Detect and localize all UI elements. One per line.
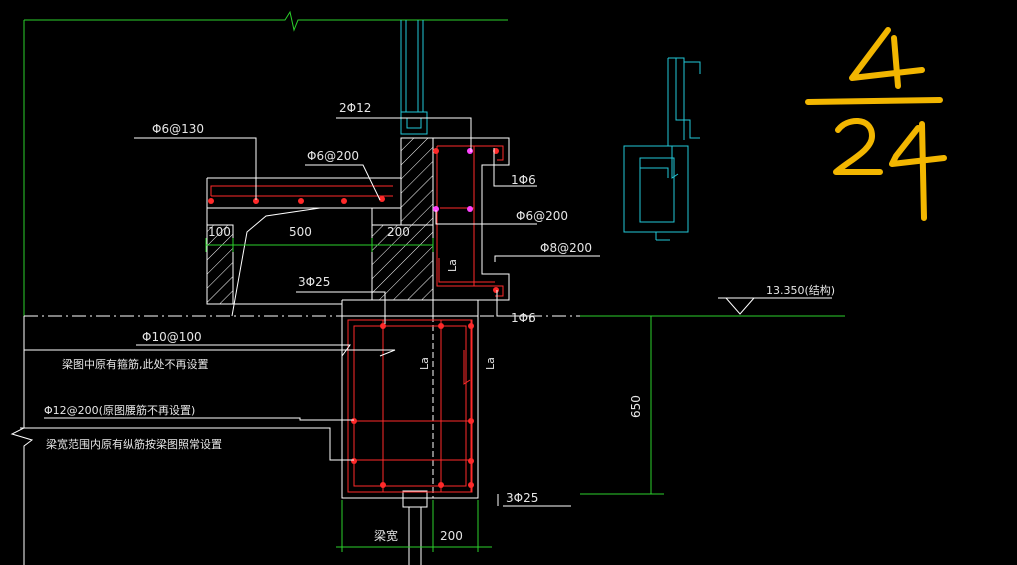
top-frame-line: [23, 10, 508, 316]
label-la-3: La: [484, 357, 497, 370]
label-top-bar: 2Φ12: [339, 101, 371, 115]
label-slab-dist: Φ6@200: [307, 149, 359, 163]
window-frame: [400, 20, 428, 135]
dim-500: 500: [289, 225, 312, 239]
fraction-bar: [805, 97, 943, 105]
label-lug-bottom: 1Φ6: [511, 311, 536, 325]
elevation-marker: [718, 297, 832, 315]
label-beam-top: 3Φ25: [298, 275, 330, 289]
dim-650: 650: [629, 395, 643, 418]
bottom-support: [402, 490, 428, 565]
label-note-stirrup: 梁图中原有箍筋,此处不再设置: [62, 357, 209, 371]
dim-100: 100: [208, 225, 231, 239]
label-lug-top: 1Φ6: [511, 173, 536, 187]
hatch-block-top: [400, 137, 434, 226]
dim-200-top: 200: [387, 225, 410, 239]
slab-break-line: [231, 207, 321, 317]
left-break-line: [10, 316, 34, 565]
rebar-dots: [208, 148, 499, 488]
rebar-lines: [210, 145, 504, 493]
cyan-detail: [623, 57, 701, 241]
label-la-2: La: [418, 357, 431, 370]
label-wall-tie: Φ6@200: [516, 209, 568, 223]
handwritten-denominator: [833, 118, 947, 221]
label-beam-stirrup: Φ10@100: [142, 330, 202, 344]
leader-lines: [20, 117, 600, 507]
dim-beam-width: 梁宽: [374, 528, 398, 543]
label-beam-side: Φ12@200(原图腰筋不再设置): [44, 403, 195, 417]
dimension-lines: [205, 238, 664, 552]
label-beam-bottom: 3Φ25: [506, 491, 538, 505]
label-note-side: 梁宽范围内原有纵筋按梁图照常设置: [46, 437, 222, 451]
beam-outline: [341, 315, 479, 499]
hatch-block-left: [206, 224, 234, 305]
handwritten-fraction: [805, 27, 947, 221]
hatch-block-center: [371, 224, 434, 301]
label-elevation: 13.350(结构): [766, 283, 835, 297]
label-wall-bar: Φ8@200: [540, 241, 592, 255]
label-slab-stirrup: Φ6@130: [152, 122, 204, 136]
handwritten-numerator: [849, 27, 925, 89]
dim-200-bottom: 200: [440, 529, 463, 543]
label-la-1: La: [446, 259, 459, 272]
